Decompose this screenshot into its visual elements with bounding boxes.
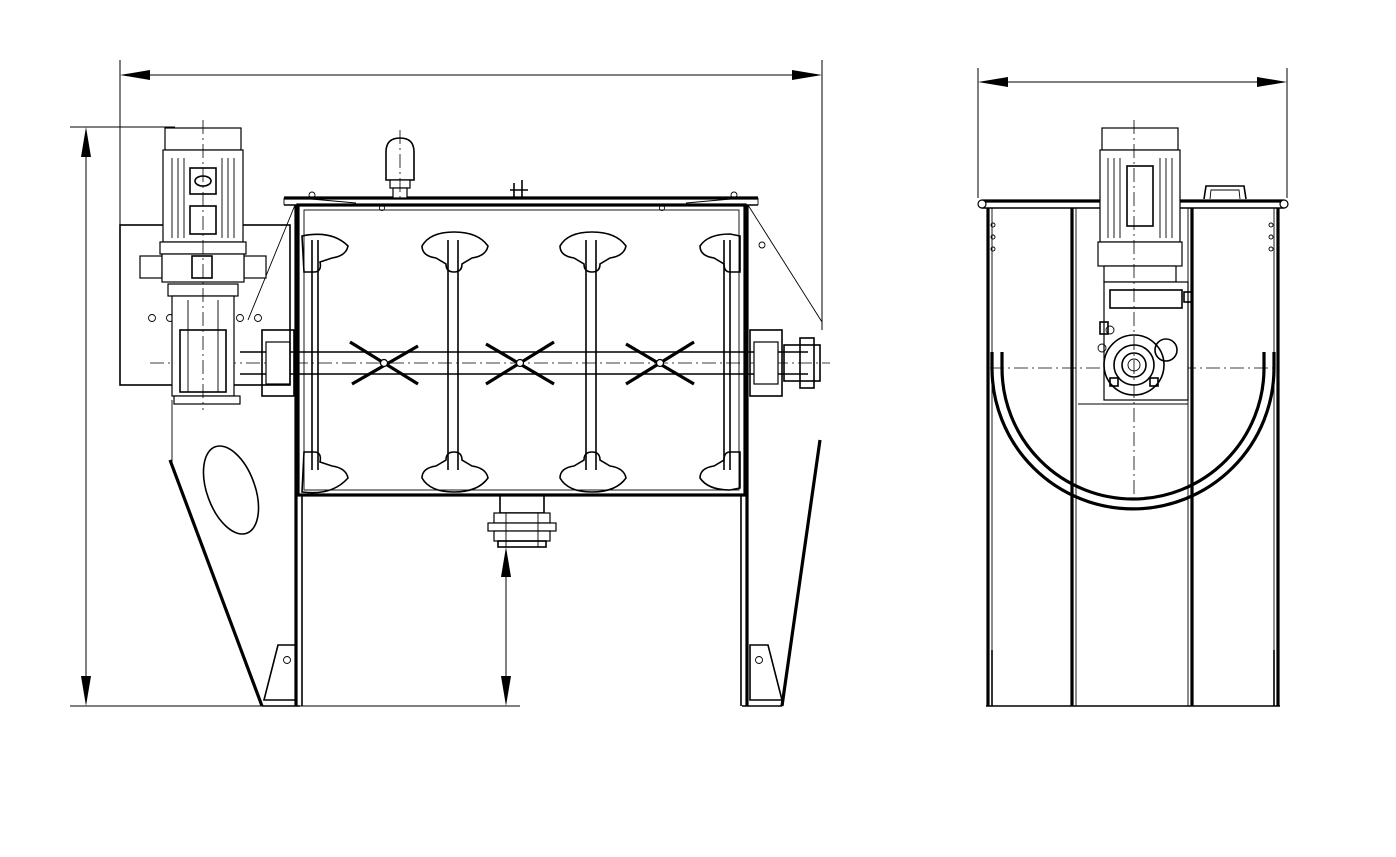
right-support-frame <box>247 204 823 707</box>
ribbon-paddles <box>301 231 741 494</box>
cover-handle <box>1203 185 1247 200</box>
side-motor <box>1078 120 1193 500</box>
side-width-dimension <box>977 68 1288 198</box>
cover-fittings <box>299 130 743 211</box>
side-trough <box>990 352 1276 511</box>
side-view <box>977 68 1289 707</box>
bearing-housings <box>261 241 821 397</box>
left-support-frame <box>168 400 300 707</box>
front-view <box>70 60 830 707</box>
agitator-shaft <box>150 351 830 375</box>
motor-gearbox <box>139 120 267 410</box>
discharge-valve <box>487 494 557 548</box>
front-legs <box>294 205 749 706</box>
outlet-height-dimension <box>501 547 511 706</box>
side-frame <box>977 199 1289 707</box>
